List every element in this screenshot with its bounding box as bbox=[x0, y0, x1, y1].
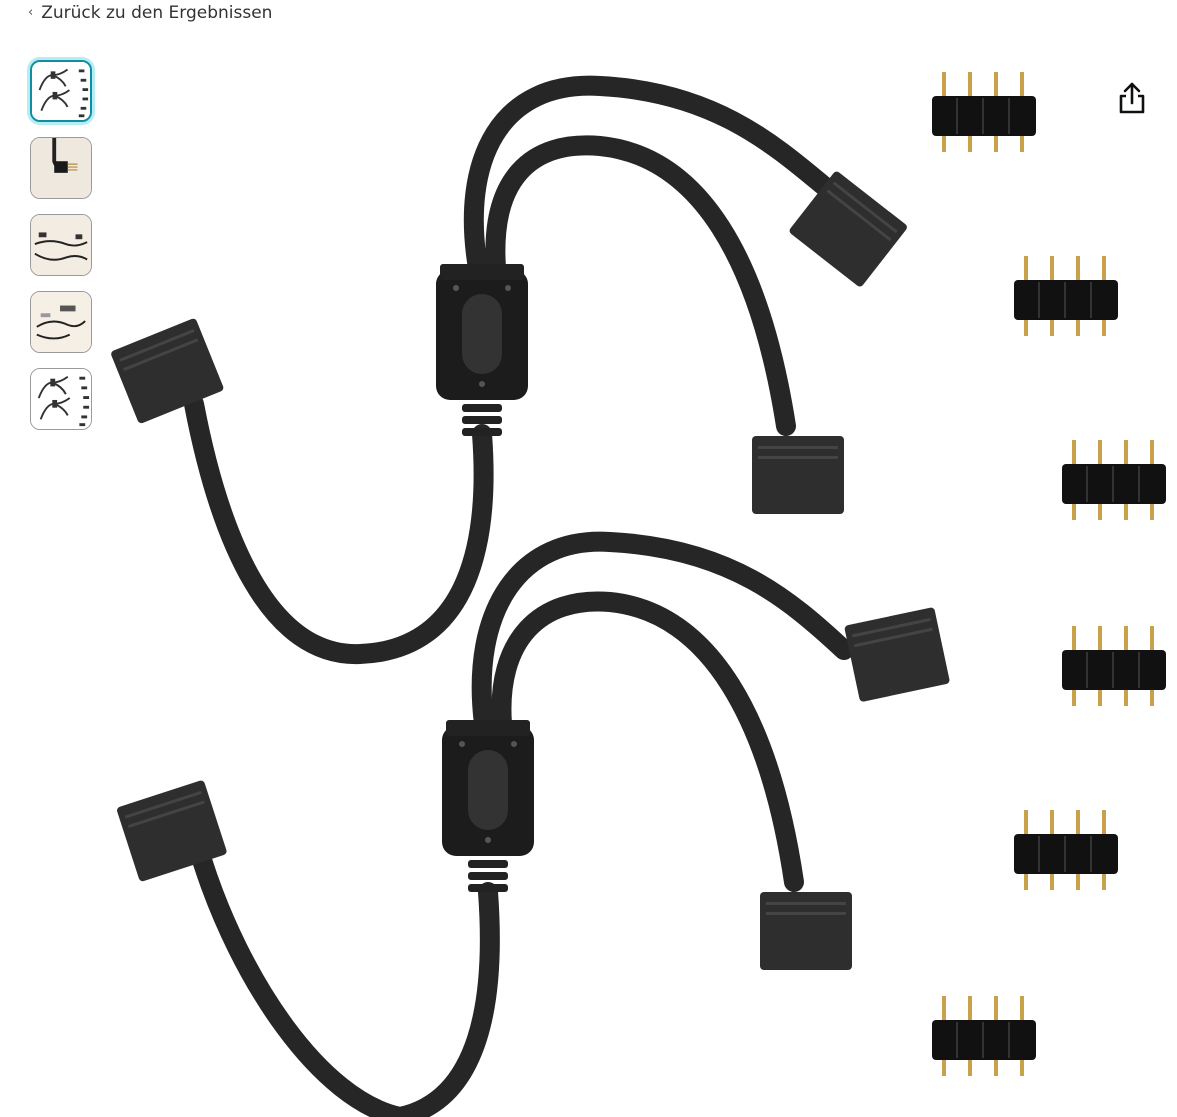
thumbnail-1-image bbox=[32, 62, 90, 120]
share-button[interactable] bbox=[1112, 78, 1152, 118]
thumbnail-4-image bbox=[31, 292, 91, 352]
main-product-image[interactable] bbox=[100, 40, 1177, 1117]
thumbnail-5[interactable] bbox=[30, 368, 92, 430]
thumbnail-4[interactable] bbox=[30, 291, 92, 353]
thumbnail-3-image bbox=[31, 215, 91, 275]
back-to-results-label: Zurück zu den Ergebnissen bbox=[41, 3, 273, 23]
thumbnail-3[interactable] bbox=[30, 214, 92, 276]
thumbnail-2-image bbox=[31, 138, 91, 198]
back-to-results-link[interactable]: ‹ Zurück zu den Ergebnissen bbox=[28, 2, 272, 24]
thumbnail-5-image bbox=[31, 369, 91, 429]
thumbnail-2[interactable] bbox=[30, 137, 92, 199]
share-icon bbox=[1119, 82, 1145, 114]
chevron-left-icon: ‹ bbox=[28, 4, 34, 20]
thumbnail-1[interactable] bbox=[30, 60, 92, 122]
cable-splitter-illustration bbox=[110, 70, 1168, 1117]
thumbnail-list bbox=[30, 60, 96, 445]
